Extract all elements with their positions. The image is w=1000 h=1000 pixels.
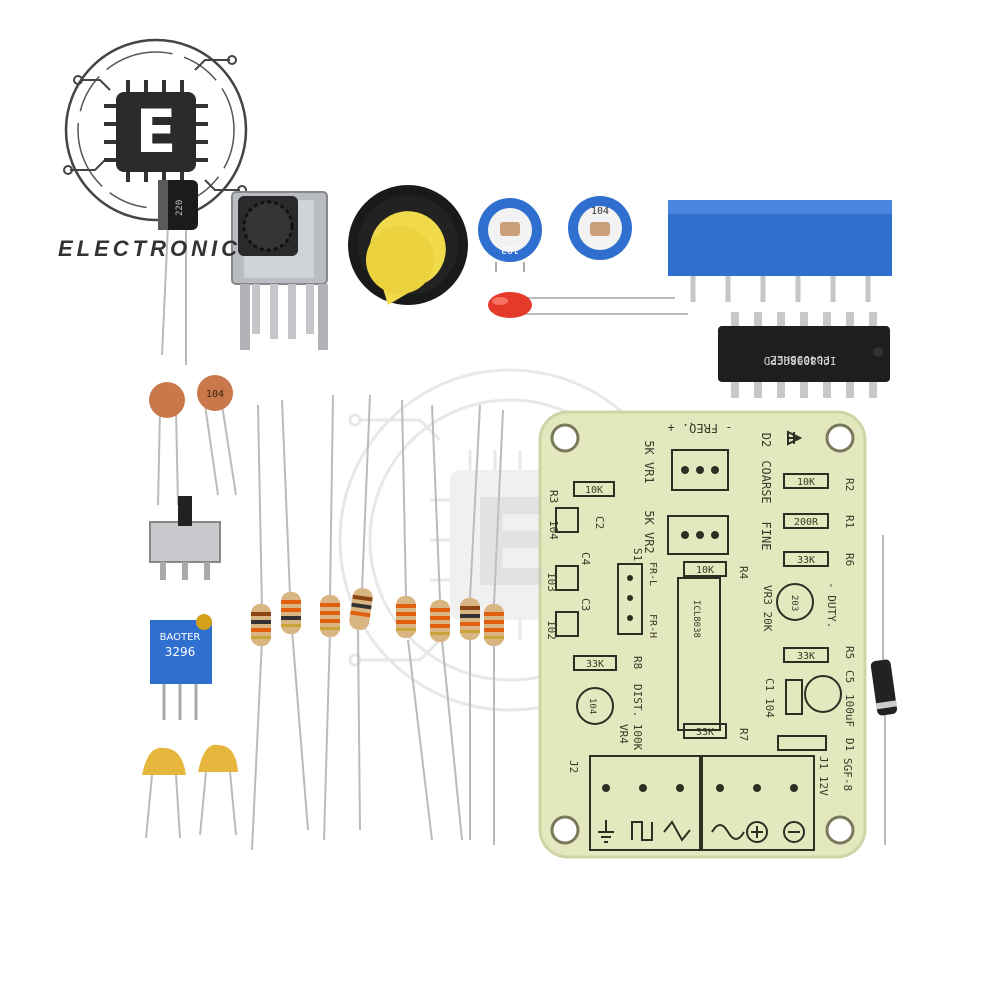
silk-j1: J1 12V: [817, 756, 830, 796]
silk-dist: DIST. 100K: [631, 684, 644, 751]
silk-d2: D2: [759, 433, 773, 447]
resistor: [349, 394, 373, 831]
silk-r3-val: 10K: [585, 485, 603, 496]
silk-c3-val: 102: [545, 620, 558, 640]
silk-r7-val: 33K: [696, 727, 714, 738]
silk-vr3: VR3 20K: [761, 585, 774, 632]
silk-r8: R8: [631, 656, 644, 669]
silk-c1: C1: [763, 678, 776, 691]
logo-wordmark: ELECTRONIC: [58, 236, 241, 261]
silk-fr-l: FR-L: [647, 562, 658, 586]
silk-r8-val: 33K: [586, 659, 604, 670]
ceramic-capacitor: [149, 382, 185, 506]
silk-vr4-pot: 104: [587, 698, 597, 714]
silk-c3: C3: [579, 598, 592, 611]
silk-r3: R3: [547, 490, 560, 503]
resistor: [460, 404, 481, 840]
resistor: [320, 394, 340, 841]
diode: [870, 535, 898, 845]
silk-d1: D1: [843, 738, 856, 751]
silk-j2: J2: [567, 760, 580, 773]
rotary-potentiometer: [231, 191, 328, 350]
red-led: [488, 292, 688, 318]
silk-vr1: 5K VR1: [642, 440, 656, 483]
yellow-capacitor: [142, 747, 186, 839]
silk-c4-val: 103: [545, 572, 558, 592]
silk-freq: - FREQ. +: [667, 421, 732, 435]
silk-r1: R1: [843, 515, 856, 528]
silk-s1: S1: [631, 548, 644, 561]
silk-r4-val: 10K: [696, 565, 714, 576]
silk-vr3-pot: 203: [789, 595, 799, 611]
ic-chip: ICL8038CCPD P0409SHEZ: [718, 312, 890, 398]
silk-r7: R7: [737, 728, 750, 741]
pin-header: [668, 200, 892, 302]
pcb-board: - FREQ. + 5K VR1 D2 COARSE FINE 5K VR2 R…: [538, 410, 867, 859]
ic-marking-2: P0409SHEZ: [770, 353, 830, 366]
silk-r6: R6: [843, 553, 856, 566]
electrolytic-label: 220: [175, 200, 185, 216]
silk-c5: C5: [843, 670, 856, 683]
resistor: [281, 399, 309, 831]
resistor: [430, 404, 463, 841]
yellow-capacitor: [198, 744, 238, 836]
resistor: [484, 409, 504, 845]
resistor: [251, 404, 271, 851]
silk-c1-val: 104: [763, 698, 776, 718]
silk-fine: FINE: [759, 522, 773, 551]
trimmer-label-2: 104: [591, 206, 609, 217]
watermark-letter: E: [469, 475, 551, 614]
silk-r2: R2: [843, 478, 856, 491]
silk-r6-val: 33K: [797, 555, 815, 566]
electrolytic-capacitor: 220: [158, 180, 198, 365]
trimmer-model: 3296: [165, 645, 196, 659]
silk-coarse: COARSE: [759, 460, 773, 503]
silk-sgf: SGF-8: [841, 758, 854, 791]
knob-cap: [348, 185, 468, 305]
slide-switch: [149, 496, 221, 580]
silk-fr-h: FR-H: [647, 614, 658, 638]
resistors: [251, 394, 504, 851]
logo-letter: E: [135, 97, 177, 167]
trimmer-brand: BAOTER: [160, 632, 201, 643]
trimmer-label-1: 103: [501, 244, 519, 255]
silk-duty: - DUTY.: [825, 582, 838, 628]
trimmer-potentiometer: 103: [478, 198, 542, 272]
silk-r2-val: 10K: [797, 477, 815, 488]
silk-c2-val: 104: [547, 520, 560, 540]
ceramic-cap-label: 104: [206, 389, 224, 400]
silk-r5: R5: [843, 646, 856, 659]
silk-r1-val: 200R: [794, 517, 819, 528]
multiturn-trimmer: BAOTER 3296: [150, 614, 212, 720]
resistor: [396, 399, 433, 841]
silk-c5-val: 100uF: [843, 694, 856, 727]
silk-c2: C2: [593, 516, 606, 529]
silk-c4: C4: [579, 552, 592, 566]
silk-r4: R4: [737, 566, 750, 580]
silk-r5-val: 33K: [797, 651, 815, 662]
silk-vr2: 5K VR2: [642, 510, 656, 553]
silk-vr4: VR4: [617, 724, 630, 744]
ceramic-capacitor: 104: [197, 375, 237, 496]
silk-ic-socket: ICL8038: [691, 600, 701, 638]
ic-marking-1: ICL8038CCPD: [764, 354, 837, 367]
trimmer-potentiometer: 104: [568, 196, 632, 260]
